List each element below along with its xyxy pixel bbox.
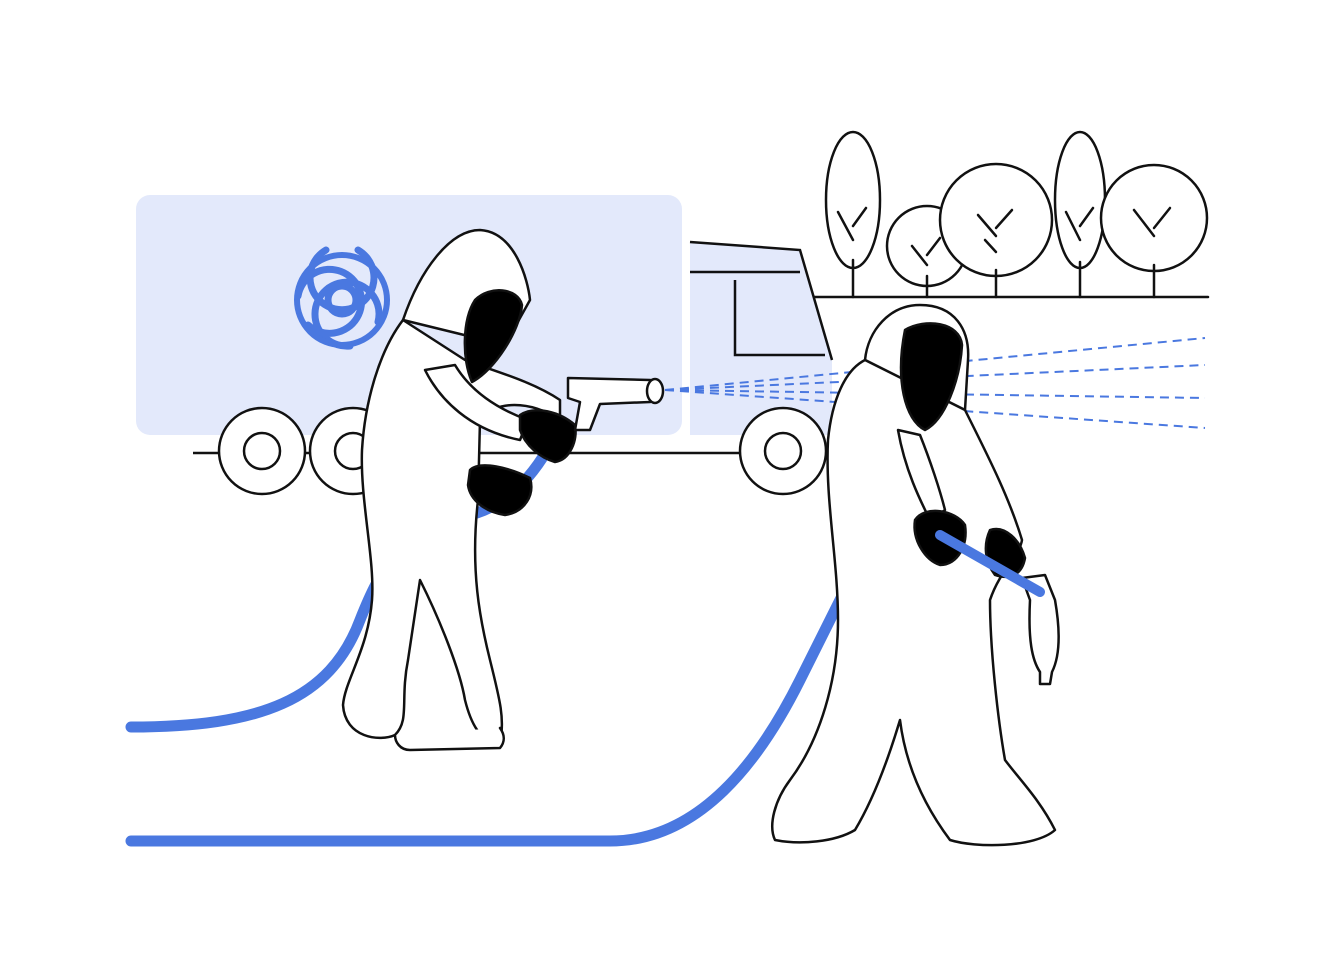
worker-right	[771, 303, 1060, 847]
worker-left	[341, 228, 665, 752]
trees-group	[810, 130, 1210, 299]
tree-icon	[938, 162, 1054, 299]
biohazard-icon	[294, 246, 390, 350]
truck-window	[733, 280, 825, 357]
tree-icon	[824, 130, 882, 299]
glove	[466, 464, 533, 517]
visor	[463, 289, 524, 384]
visor	[899, 322, 964, 432]
glove	[518, 409, 577, 464]
tree-icon	[1099, 163, 1209, 299]
spray-wand-icon	[1020, 573, 1060, 686]
hose-right	[125, 514, 886, 847]
tree-icon	[1053, 130, 1107, 299]
